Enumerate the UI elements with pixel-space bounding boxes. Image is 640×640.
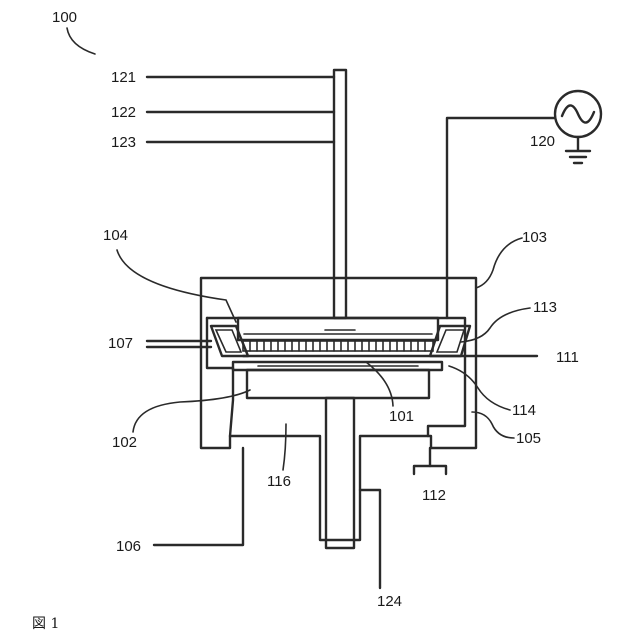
right-insulator-inner (437, 330, 464, 352)
ref-label-104: 104 (103, 227, 128, 244)
leader-100 (67, 28, 95, 54)
stage-102 (247, 370, 429, 398)
ref-label-111: 111 (556, 349, 579, 366)
ref-label-113: 113 (533, 299, 557, 316)
ref-label-106: 106 (116, 538, 141, 555)
ref-label-114: 114 (512, 402, 536, 419)
figure-caption: 図 1 (32, 616, 59, 632)
chamber-inner-wall-left (207, 318, 233, 436)
leader-113 (461, 308, 530, 342)
ref-label-105: 105 (516, 430, 541, 447)
ref-label-123: 123 (111, 134, 136, 151)
leader-114 (449, 366, 510, 410)
ref-label-122: 122 (111, 104, 136, 121)
ref-label-120: 120 (530, 133, 555, 150)
ground-icon-112 (414, 466, 446, 474)
gas-supply-pipe (334, 70, 346, 318)
ref-label-124: 124 (377, 593, 402, 610)
leader-103 (476, 238, 522, 288)
ref-label-121: 121 (111, 69, 136, 86)
ref-label-112: 112 (422, 487, 446, 504)
exhaust-line-106 (154, 448, 243, 545)
ref-label-107: 107 (108, 335, 133, 352)
ref-label-116: 116 (267, 473, 291, 490)
leader-104 (117, 250, 236, 322)
ref-label-103: 103 (522, 229, 547, 246)
shower-holes (250, 341, 425, 351)
stage-shaft (326, 398, 354, 548)
ref-label-102: 102 (112, 434, 137, 451)
ref-label-101: 101 (389, 408, 414, 425)
line-124 (360, 490, 380, 588)
leader-116 (283, 424, 286, 470)
upper-electrode-104 (238, 318, 438, 340)
ref-label-100: 100 (52, 9, 77, 26)
chamber-inner-wall-right (207, 318, 465, 436)
leader-105 (472, 412, 514, 438)
sine-wave-icon (562, 105, 594, 122)
leader-101 (366, 362, 393, 406)
